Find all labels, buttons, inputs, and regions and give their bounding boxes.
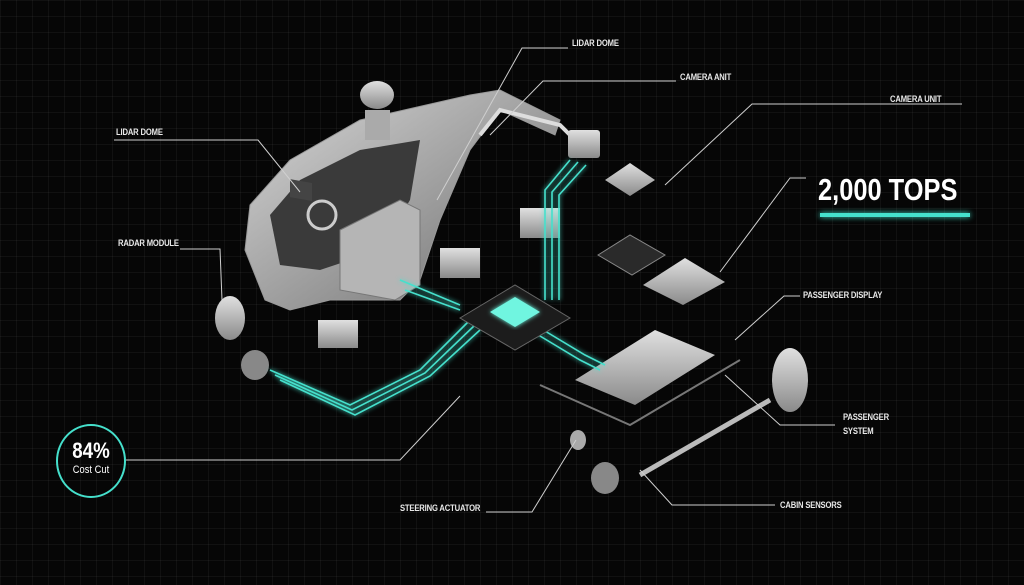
- car-body: [244, 89, 572, 311]
- label-camera-unit: CAMERA UNIT: [890, 94, 942, 104]
- label-camera-anit: CAMERA ANIT: [680, 72, 732, 82]
- compute-accent-bar: [820, 213, 970, 217]
- leader-lines: [114, 47, 962, 513]
- components: [215, 130, 808, 494]
- label-passenger-display: PASSENGER DISPLAY: [803, 290, 883, 300]
- compute-stat: 2,000 TOPS: [818, 172, 958, 207]
- label-lidar-dome-left: LIDAR DOME: [116, 127, 163, 137]
- label-passenger-system-line1: PASSENGER: [843, 412, 889, 422]
- label-steering-actuator: STEERING ACTUATOR: [400, 503, 481, 513]
- cost-label: Cost Cut: [72, 464, 110, 476]
- cost-cut-badge: 84% Cost Cut: [56, 424, 126, 498]
- label-lidar-dome-top: LIDAR DOME: [572, 38, 619, 48]
- label-cabin-sensors: CABIN SENSORS: [780, 500, 842, 510]
- processor-chip: [459, 284, 571, 351]
- cost-percent: 84%: [72, 438, 110, 463]
- label-radar-module: RADAR MODULE: [118, 238, 179, 248]
- circuit-traces: [269, 159, 606, 416]
- label-passenger-system-line2: SYSTEM: [843, 426, 874, 436]
- lidar-dome: [360, 81, 394, 140]
- sensor-cube: [290, 179, 312, 202]
